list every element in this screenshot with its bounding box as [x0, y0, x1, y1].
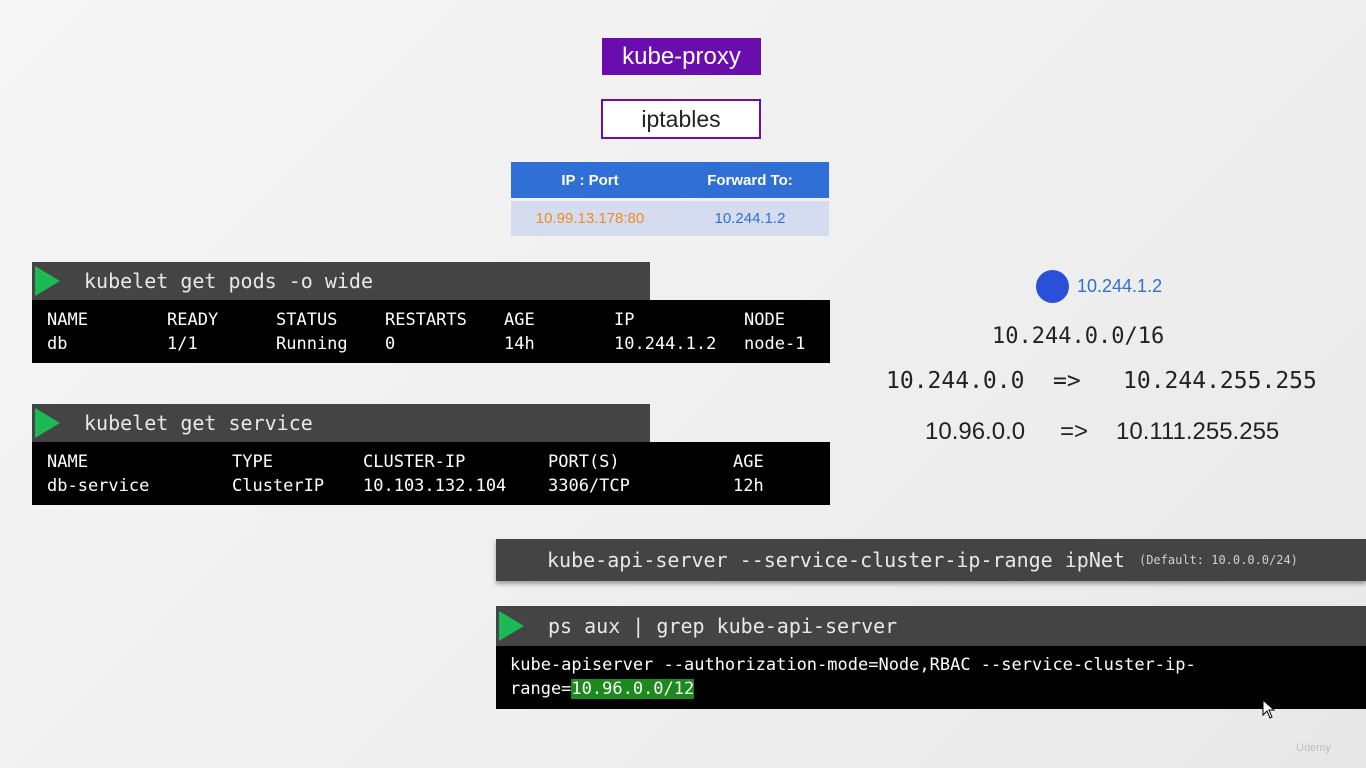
pods-command-bar: kubelet get pods -o wide	[32, 262, 650, 300]
pod-restarts: 0	[385, 334, 396, 354]
ps-command-bar: ps aux | grep kube-api-server	[496, 606, 1366, 646]
service-command-bar: kubelet get service	[32, 404, 650, 442]
col-restarts: RESTARTS	[385, 310, 467, 330]
service-range-arrow: =>	[1060, 418, 1089, 445]
service-range-end: 10.111.255.255	[1116, 418, 1280, 445]
ps-output: kube-apiserver --authorization-mode=Node…	[496, 646, 1366, 709]
svc-name: db-service	[47, 476, 150, 496]
range-flag-prefix: range=	[510, 679, 572, 699]
pods-output: NAME READY STATUS RESTARTS AGE IP NODE d…	[32, 300, 830, 363]
col-name: NAME	[47, 452, 88, 472]
service-range-start: 10.96.0.0	[925, 418, 1026, 445]
pods-header-row: NAME READY STATUS RESTARTS AGE IP NODE	[32, 308, 830, 332]
pod-range-arrow: =>	[1053, 368, 1081, 394]
pod-range-end: 10.244.255.255	[1123, 368, 1317, 394]
col-age: AGE	[504, 310, 535, 330]
play-icon	[499, 611, 524, 641]
apiserver-flag-command: kube-api-server --service-cluster-ip-ran…	[547, 548, 1125, 572]
col-status: STATUS	[276, 310, 338, 330]
ip-port-value: 10.99.13.178:80	[535, 210, 645, 227]
pod-name: db	[47, 334, 68, 354]
col-ready: READY	[167, 310, 219, 330]
pods-data-row: db 1/1 Running 0 14h 10.244.1.2 node-1	[32, 332, 830, 356]
pod-range-start: 10.244.0.0	[886, 368, 1025, 394]
col-type: TYPE	[232, 452, 273, 472]
pod-node: node-1	[744, 334, 806, 354]
udemy-watermark: Udemy	[1296, 742, 1331, 754]
col-ip: IP	[614, 310, 635, 330]
apiserver-flag-bar: kube-api-server --service-cluster-ip-ran…	[496, 539, 1366, 581]
iptables-table: IP : Port Forward To: 10.99.13.178:80 10…	[511, 162, 829, 236]
service-cidr-highlight: 10.96.0.0/12	[571, 679, 695, 699]
table-row: 10.99.13.178:80 10.244.1.2	[511, 201, 829, 236]
svc-age: 12h	[733, 476, 764, 496]
ps-output-line-2: range=10.96.0.0/12	[510, 677, 1366, 701]
forward-to-value: 10.244.1.2	[714, 210, 786, 227]
play-icon	[35, 408, 60, 438]
service-header-row: NAME TYPE CLUSTER-IP PORT(S) AGE	[32, 450, 830, 474]
pod-cidr: 10.244.0.0/16	[992, 324, 1165, 349]
iptables-label: iptables	[601, 99, 761, 139]
col-cluster-ip: CLUSTER-IP	[363, 452, 466, 472]
pod-node-circle	[1036, 270, 1069, 303]
svc-type: ClusterIP	[232, 476, 325, 496]
ps-output-line-1: kube-apiserver --authorization-mode=Node…	[510, 655, 1196, 675]
pod-age: 14h	[504, 334, 535, 354]
kube-proxy-label: kube-proxy	[602, 38, 761, 75]
pods-command: kubelet get pods -o wide	[84, 269, 373, 293]
svc-cluster-ip: 10.103.132.104	[363, 476, 507, 496]
col-age: AGE	[733, 452, 764, 472]
mouse-cursor-icon	[1262, 699, 1276, 719]
col-node: NODE	[744, 310, 785, 330]
svc-ports: 3306/TCP	[548, 476, 630, 496]
service-data-row: db-service ClusterIP 10.103.132.104 3306…	[32, 474, 830, 498]
pod-ip-label: 10.244.1.2	[1077, 276, 1163, 296]
header-ip-port: IP : Port	[561, 171, 619, 189]
col-name: NAME	[47, 310, 88, 330]
pod-ip: 10.244.1.2	[614, 334, 717, 354]
service-command: kubelet get service	[84, 411, 313, 435]
apiserver-default-note: (Default: 10.0.0.0/24)	[1138, 553, 1298, 567]
header-forward-to: Forward To:	[707, 171, 793, 189]
ps-command: ps aux | grep kube-api-server	[548, 614, 898, 638]
pod-ready: 1/1	[167, 334, 198, 354]
table-header-row: IP : Port Forward To:	[511, 162, 829, 198]
pod-status: Running	[276, 334, 348, 354]
service-output: NAME TYPE CLUSTER-IP PORT(S) AGE db-serv…	[32, 442, 830, 505]
play-icon	[35, 266, 60, 296]
col-ports: PORT(S)	[548, 452, 620, 472]
